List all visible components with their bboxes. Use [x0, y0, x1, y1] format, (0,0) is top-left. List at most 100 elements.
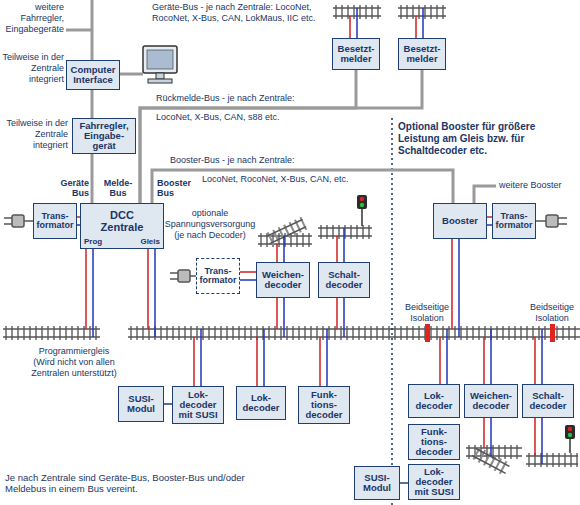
track-tie [436, 5, 438, 19]
node-text: Besetzt- melder [402, 44, 442, 64]
bus-line [152, 170, 453, 203]
plug-prong [170, 278, 178, 280]
node-text: Booster [437, 216, 483, 226]
decoder-box: Lok- decoder [408, 384, 460, 418]
plug-body [546, 215, 558, 227]
decoder-box: Weichen- decoder [256, 262, 310, 298]
signal-head [565, 425, 575, 439]
node-text-group: Trans- formator [35, 212, 75, 231]
track-tie [202, 326, 204, 340]
track-tie [430, 326, 432, 340]
track-tie [298, 326, 300, 340]
track-tie [468, 445, 470, 459]
monitor-screen [147, 50, 173, 69]
node-text-group: Trans- formator [494, 212, 534, 231]
node-text-group: Funk- tions- decoder [302, 390, 346, 420]
plug-prong [558, 223, 567, 225]
annotation-label: Teilweise in der Zentrale integriert [2, 52, 64, 84]
track-rail [128, 328, 580, 330]
track-tie [332, 225, 334, 239]
track-tie [448, 326, 450, 340]
track-tie [353, 5, 355, 19]
callout-note: Optional Booster für größere Leistung am… [398, 121, 558, 157]
track-tie [442, 5, 444, 19]
node-text-group: Trans- formator [198, 267, 238, 286]
bus-line [91, 154, 94, 203]
wire [451, 230, 453, 329]
node-text-group: SUSI- Modul [358, 473, 396, 493]
wire [154, 236, 156, 337]
transformer-box: Trans- formator [196, 258, 240, 294]
track-tie [59, 326, 61, 340]
node-text-group: SUSI- Modul [122, 394, 160, 414]
track-tie [136, 326, 138, 340]
transformer-box: Trans- formator [33, 203, 77, 239]
node-text: Trans- formator [35, 212, 75, 231]
track-tie [130, 326, 132, 340]
track-tie [65, 326, 67, 340]
track-tie [508, 326, 510, 340]
track-tie [308, 233, 310, 247]
track-tie [558, 453, 560, 467]
node-text-group: Computer Interface [70, 65, 116, 85]
signal-pole [361, 208, 363, 226]
decoder-box: Funk- tions- decoder [408, 424, 460, 460]
node-text-group: Funk- tions- decoder [412, 427, 456, 457]
node-text-group: Lok- decoder mit SUSI [412, 467, 456, 497]
track-rail [270, 227, 306, 244]
track-rail [318, 235, 372, 237]
track-tie [514, 326, 516, 340]
decoder-box: Weichen- decoder [464, 384, 518, 418]
track-tie [260, 233, 262, 247]
track-tie [532, 326, 534, 340]
connector-line [400, 483, 408, 484]
track-tie [377, 5, 379, 19]
annotation-label: Je nach Zentrale sind Geräte-Bus, Booste… [5, 472, 245, 495]
plug-prong [558, 217, 567, 219]
turnout-branch [265, 217, 307, 247]
node-text-group: Schalt- decoder [526, 391, 570, 411]
track-tie [546, 453, 548, 467]
track-tie [510, 445, 512, 459]
track-tie [382, 326, 384, 340]
susi-box: SUSI- Modul [118, 386, 164, 422]
signal-light [568, 427, 572, 431]
connector-line [400, 482, 408, 484]
track-tie [338, 225, 340, 239]
annotation-label: Rückmelde-Bus - je nach Zentrale: [156, 93, 356, 104]
signal-light [568, 433, 572, 437]
plug-body [12, 215, 24, 227]
track-tie [172, 326, 174, 340]
annotation-label: Booster-Bus - je nach Zentrale: [170, 155, 370, 166]
decoder-box: Lok- decoder mit SUSI [408, 464, 460, 500]
annotation-label: Geräte-Bus - je nach Zentrale: LocoNet, … [152, 2, 332, 24]
track-tie [376, 326, 378, 340]
transformer-box: Trans- formator [492, 203, 536, 239]
wire [92, 236, 94, 337]
command-station-box: DCC ZentraleGeräte BusMelde-BusBooster B… [80, 203, 164, 249]
track-tie [347, 5, 349, 19]
track-tie [47, 326, 49, 340]
wire [147, 236, 149, 329]
track-tie [208, 326, 210, 340]
signal-pole [569, 438, 571, 453]
track-rail [466, 447, 522, 449]
monitor-foot [148, 79, 172, 83]
node-text-group: Lok- decoder mit SUSI [176, 390, 220, 420]
track-tie [232, 326, 234, 340]
track-tie [274, 326, 276, 340]
wire [240, 279, 256, 281]
track-tie [296, 233, 298, 247]
isolation-mark [550, 324, 555, 342]
isolation-mark [425, 324, 430, 342]
track-tie [576, 453, 578, 467]
track-tie [370, 326, 372, 340]
track-tie [334, 326, 336, 340]
track-tie [184, 326, 186, 340]
track-tie [418, 5, 420, 19]
tracks [3, 5, 580, 476]
track-tie [302, 233, 304, 247]
track-tie [142, 326, 144, 340]
connector-line [164, 404, 172, 405]
track-tie [89, 326, 91, 340]
